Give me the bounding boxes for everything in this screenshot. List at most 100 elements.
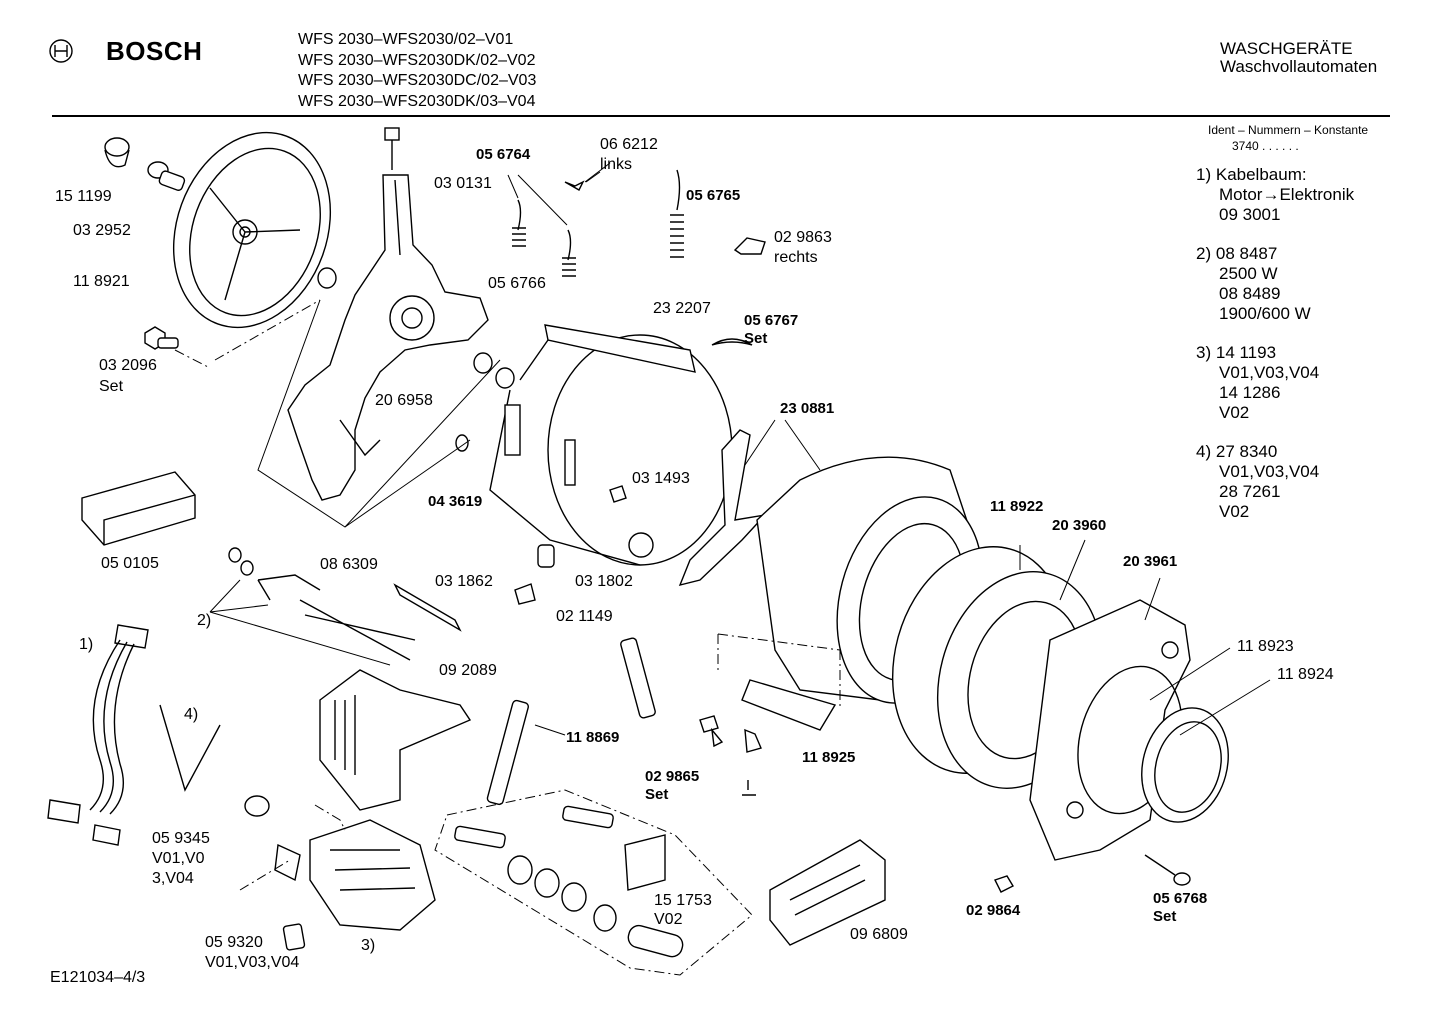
- part-label: 23 0881: [780, 400, 835, 417]
- part-label: 11 8925: [802, 749, 856, 766]
- part-label: 20 3960: [1052, 517, 1107, 534]
- part-label: 09 2089: [439, 662, 497, 679]
- note-line: V01,V03,V04: [1219, 363, 1320, 382]
- part-label: Set: [99, 378, 124, 395]
- part-label: V01,V03,V04: [205, 954, 300, 971]
- part-label: 03 0131: [434, 175, 492, 192]
- part-label: 02 9864: [966, 902, 1021, 919]
- part-label: 05 6768: [1153, 890, 1208, 907]
- part-label: 03 1493: [632, 470, 690, 487]
- part-label: 02 1149: [556, 608, 613, 625]
- model-line: WFS 2030–WFS2030DK/03–V04: [298, 92, 536, 110]
- note-1: 1) Kabelbaum: Motor→Elektronik 09 3001: [1196, 165, 1354, 225]
- bolt-part-2: [144, 326, 179, 350]
- note-line: 09 3001: [1219, 205, 1281, 224]
- part-label: Set: [744, 330, 768, 347]
- electronic-module: [769, 839, 886, 946]
- note-line: 14 1193: [1215, 343, 1277, 362]
- part-label: 11 8869: [566, 729, 620, 746]
- callout-label: 1): [79, 636, 94, 653]
- washers: [454, 805, 684, 958]
- note-line: Kabelbaum:: [1215, 165, 1307, 184]
- ident-label: Ident – Nummern – Konstante: [1208, 123, 1369, 137]
- part-label: rechts: [774, 249, 818, 266]
- screw-part: [384, 127, 400, 170]
- part-label: 11 8922: [990, 498, 1044, 515]
- callout-label: 3): [361, 937, 376, 954]
- part-label: 11 8923: [1237, 638, 1294, 655]
- part-label: 06 6212: [600, 136, 658, 153]
- pulley-wheel: [172, 131, 332, 329]
- part-label: 03 2952: [73, 222, 131, 239]
- part-label: 11 8921: [73, 273, 130, 290]
- motor: [309, 819, 436, 931]
- model-line: WFS 2030–WFS2030/02–V01: [298, 31, 514, 48]
- note-line: 27 8340: [1215, 442, 1278, 461]
- note-number: 1): [1196, 165, 1212, 184]
- wire-harness: [47, 624, 149, 846]
- note-line: 08 8487: [1215, 244, 1278, 263]
- category-title: WASCHGERÄTE: [1220, 39, 1353, 58]
- model-line: WFS 2030–WFS2030DK/02–V02: [298, 51, 536, 69]
- note-line: 08 8489: [1219, 284, 1281, 303]
- part-label: 03 1802: [575, 573, 633, 590]
- note-line: 1900/600 W: [1219, 304, 1311, 323]
- part-label: 03 2096: [99, 357, 157, 374]
- brand-name: BOSCH: [106, 36, 203, 66]
- note-line: V02: [1219, 502, 1250, 521]
- part-label: 05 9320: [205, 934, 263, 951]
- door-seal: [1141, 707, 1229, 823]
- note-line: 14 1286: [1219, 383, 1281, 402]
- part-label: 09 6809: [850, 926, 908, 943]
- part-label: 05 6765: [686, 187, 741, 204]
- note-4: 4) 27 8340 V01,V03,V04 28 7261 V02: [1196, 442, 1354, 522]
- bolt-part: [147, 161, 186, 191]
- note-number: 4): [1196, 442, 1212, 461]
- note-number: 3): [1196, 343, 1212, 362]
- note-line: V01,V03,V04: [1219, 462, 1320, 481]
- bosch-logo-icon: [49, 39, 73, 63]
- motor-cover: [319, 669, 472, 811]
- part-label: 15 1199: [55, 188, 112, 205]
- part-label: 05 6766: [488, 275, 546, 292]
- part-label: 05 6764: [476, 146, 531, 163]
- part-label: 23 2207: [653, 300, 711, 317]
- part-label: V01,V0: [152, 850, 205, 867]
- drum-tripod: [678, 429, 767, 587]
- model-list: WFS 2030–WFS2030/02–V01 WFS 2030–WFS2030…: [298, 30, 536, 112]
- drawing-code: E121034–4/3: [50, 969, 146, 986]
- category-subtitle: Waschvollautomaten: [1220, 57, 1378, 76]
- part-label: 20 3961: [1123, 553, 1178, 570]
- part-label: 02 9863: [774, 229, 832, 246]
- sleeve-part: [104, 137, 130, 168]
- note-2: 2) 08 8487 2500 W 08 8489 1900/600 W: [1196, 244, 1354, 324]
- model-line: WFS 2030–WFS2030DC/02–V03: [298, 72, 537, 89]
- callout-label: 2): [197, 612, 212, 629]
- outer-tub-rear: [489, 324, 733, 566]
- part-label: Set: [645, 786, 669, 803]
- part-label: Set: [1153, 908, 1177, 925]
- note-line: Motor→Elektronik: [1219, 185, 1355, 204]
- part-label: 08 6309: [320, 556, 378, 573]
- part-label: 05 9345: [152, 830, 210, 847]
- part-label: 03 1862: [435, 573, 493, 590]
- part-label: 11 8924: [1277, 666, 1334, 683]
- note-number: 2): [1196, 244, 1212, 263]
- part-label: 15 1753: [654, 892, 712, 909]
- note-line: V02: [1219, 403, 1250, 422]
- part-label: links: [600, 156, 633, 173]
- part-label: 05 6767: [744, 312, 799, 329]
- part-label: 02 9865: [645, 768, 700, 785]
- category: WASCHGERÄTE Waschvollautomaten: [1220, 40, 1377, 76]
- part-label: V02: [654, 911, 683, 928]
- part-label: 20 6958: [375, 392, 433, 409]
- note-line: 28 7261: [1219, 482, 1281, 501]
- spring-part: [512, 169, 684, 277]
- shock-absorber: [486, 637, 656, 806]
- part-label: 3,V04: [152, 870, 194, 887]
- tub-cross-bracket: [287, 174, 489, 501]
- part-label: 05 0105: [101, 555, 159, 572]
- note-3: 3) 14 1193 V01,V03,V04 14 1286 V02: [1196, 343, 1354, 423]
- callout-label: 4): [184, 706, 199, 723]
